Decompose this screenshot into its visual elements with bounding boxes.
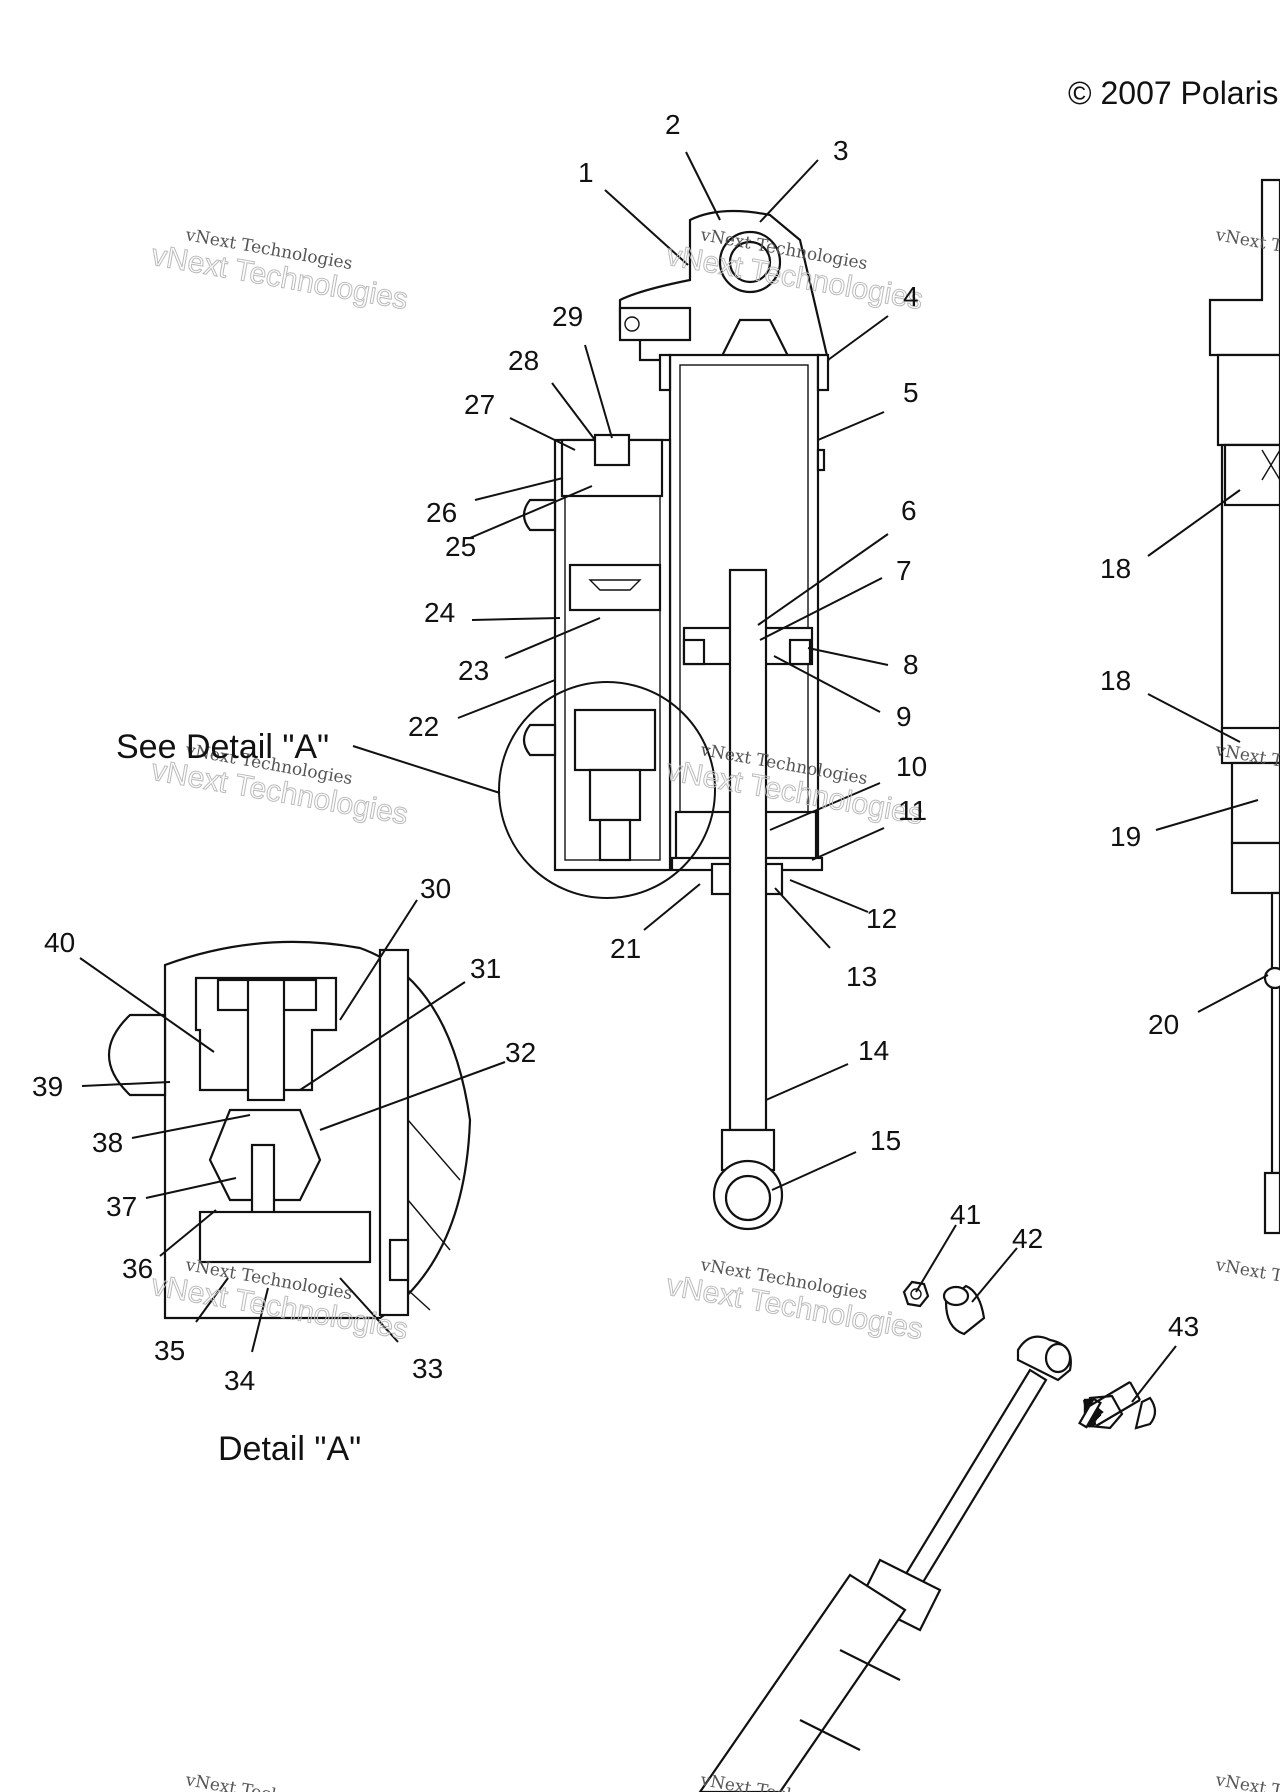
callout-label: 25 [445,531,476,562]
watermark-line1: vNext Technologies [1213,1770,1280,1792]
callout-label: 27 [464,389,495,420]
callout-label: 11 [898,795,927,826]
callout-label: 35 [154,1335,185,1366]
callout-label: 40 [44,927,75,958]
watermark-line1: vNext Technologies [1213,1255,1280,1304]
callout-label: 3 [833,135,849,166]
main-shock-drawing [352,151,889,1231]
detail-caption: Detail "A" [218,1430,361,1468]
callout-label: 12 [866,903,897,934]
callout-label: 42 [1012,1223,1043,1254]
watermark: vNext Technologies [1213,1770,1280,1792]
callout-label: 14 [858,1035,889,1066]
callout-label: 5 [903,377,919,408]
watermark: vNext Technologies [1213,1255,1280,1304]
callout-label: 2 [665,109,681,140]
callout-label: 21 [610,933,641,964]
detail-a-drawing [79,899,506,1353]
see-detail-label: See Detail "A" [116,728,329,766]
loose-parts-drawing [698,1224,1177,1792]
callout-label: 31 [470,953,501,984]
callout-label: 4 [903,281,919,312]
callout-label: 43 [1168,1311,1199,1342]
callout-label: 26 [426,497,457,528]
watermark-line1: vNext Technologies [183,1770,354,1792]
callout-label: 20 [1148,1009,1179,1040]
callout-label: 15 [870,1125,901,1156]
watermark: vNext Technologies vNext Technologies [664,1255,926,1347]
right-shock-partial-drawing [1147,178,1280,1235]
callout-label: 8 [903,649,919,680]
callout-labels: 1 2 3 4 5 6 7 8 9 10 11 12 13 14 15 18 1… [32,109,1199,1396]
callout-label: 18 [1100,553,1131,584]
callout-label: 37 [106,1191,137,1222]
callout-label: 9 [896,701,912,732]
callout-label: 38 [92,1127,123,1158]
callout-label: 10 [896,751,927,782]
callout-label: 22 [408,711,439,742]
callout-label: 34 [224,1365,255,1396]
callout-label: 23 [458,655,489,686]
callout-label: 7 [896,555,912,586]
callout-label: 36 [122,1253,153,1284]
callout-label: 24 [424,597,455,628]
callout-label: 41 [950,1199,981,1230]
callout-label: 1 [578,157,594,188]
callout-label: 28 [508,345,539,376]
callout-label: 29 [552,301,583,332]
copyright-text: © 2007 Polaris [1068,75,1278,111]
callout-label: 32 [505,1037,536,1068]
callout-label: 18 [1100,665,1131,696]
callout-label: 19 [1110,821,1141,852]
callout-label: 33 [412,1353,443,1384]
watermark: vNext Technologies vNext Technologies [149,225,411,317]
callout-label: 13 [846,961,877,992]
callout-label: 30 [420,873,451,904]
callout-label: 6 [901,495,917,526]
callout-label: 39 [32,1071,63,1102]
watermark: vNext Technologies [183,1770,354,1792]
